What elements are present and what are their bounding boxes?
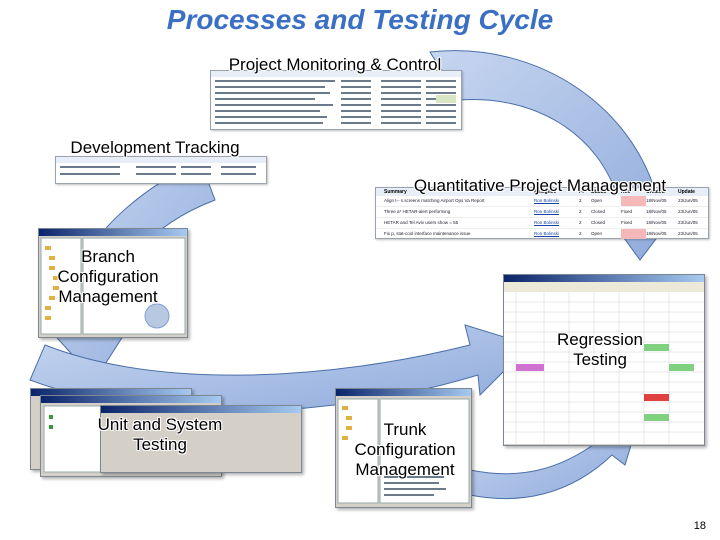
qpm-cell: 18/Nov/05 xyxy=(646,207,678,217)
page-number: 18 xyxy=(694,520,706,532)
regression-titlebar xyxy=(504,275,704,282)
qpm-cell: 18/Nov/05 xyxy=(646,196,678,206)
qpm-cell xyxy=(621,229,646,239)
qpm-cell: Fix p, stat-cool interface maintenance i… xyxy=(376,229,534,239)
tracking-list-thumbnail xyxy=(56,157,266,183)
label-trunk-line1: Trunk xyxy=(340,420,470,440)
qpm-cell: Closed xyxy=(591,207,621,217)
label-unit-line1: Unit and System xyxy=(80,415,240,435)
qpm-cell[interactable]: Ron Bolinski xyxy=(534,207,579,217)
unit-testing-titlebar-2 xyxy=(41,396,221,403)
qpm-cell[interactable]: Ron Bolinski xyxy=(534,218,579,228)
task-list-thumbnail xyxy=(211,71,461,129)
qpm-cell: 23/Jun/05 xyxy=(678,229,706,239)
qpm-rows: Align t-- s screens matching Airport Ops… xyxy=(376,196,708,239)
qpm-cell[interactable]: Ron Bolinski xyxy=(534,229,579,239)
qpm-cell: 23/Jun/05 xyxy=(678,218,706,228)
qpm-cell: Align t-- s screens matching Airport Ops… xyxy=(376,196,534,206)
label-project-monitoring: Project Monitoring & Control xyxy=(205,55,465,75)
trunk-cm-titlebar xyxy=(336,389,471,396)
project-monitoring-screenshot xyxy=(210,70,462,130)
label-quantitative-pm: Quantitative Project Management xyxy=(392,176,688,196)
qpm-cell: 23/Jun/05 xyxy=(678,207,706,217)
qpm-cell: Three a* HETAR-alert performing xyxy=(376,207,534,217)
qpm-cell: 2 xyxy=(579,207,591,217)
unit-testing-titlebar-3 xyxy=(101,406,301,413)
qpm-cell: Open xyxy=(591,196,621,206)
qpm-cell: Closed xyxy=(591,218,621,228)
development-tracking-screenshot xyxy=(55,156,267,184)
table-row[interactable]: Three a* HETAR-alert performing Ron Boli… xyxy=(376,207,708,218)
branch-cm-titlebar xyxy=(39,229,187,236)
label-regression-testing: Regression Testing xyxy=(540,330,660,370)
qpm-cell: 2 xyxy=(579,229,591,239)
qpm-cell: Fixed xyxy=(621,218,646,228)
qpm-cell[interactable]: Ron Bolinski xyxy=(534,196,579,206)
label-regression-line2: Testing xyxy=(540,350,660,370)
qpm-cell: 18/Nov/05 xyxy=(646,229,678,239)
label-trunk-line3: Management xyxy=(340,460,470,480)
qpm-cell: HETAR and Tel Aviv users show = 55 xyxy=(376,218,534,228)
qpm-cell: 2 xyxy=(579,218,591,228)
label-unit-system-testing: Unit and System Testing xyxy=(80,415,240,455)
label-trunk-line2: Configuration xyxy=(340,440,470,460)
qpm-cell xyxy=(621,196,646,206)
qpm-cell: 18/Nov/05 xyxy=(646,218,678,228)
label-unit-line2: Testing xyxy=(80,435,240,455)
label-trunk-cm: Trunk Configuration Management xyxy=(340,420,470,480)
qpm-cell: Open xyxy=(591,229,621,239)
table-row[interactable]: Align t-- s screens matching Airport Ops… xyxy=(376,196,708,207)
label-development-tracking: Development Tracking xyxy=(55,138,255,158)
qpm-cell: Fixed xyxy=(621,207,646,217)
label-branch-cm-line1: Branch xyxy=(46,247,170,267)
table-row[interactable]: HETAR and Tel Aviv users show = 55 Ron B… xyxy=(376,218,708,229)
label-regression-line1: Regression xyxy=(540,330,660,350)
label-branch-cm: Branch Configuration Management xyxy=(46,247,170,307)
table-row[interactable]: Fix p, stat-cool interface maintenance i… xyxy=(376,229,708,239)
qpm-cell: 23/Jun/05 xyxy=(678,196,706,206)
label-branch-cm-line2: Configuration xyxy=(46,267,170,287)
qpm-cell: 2 xyxy=(579,196,591,206)
label-branch-cm-line3: Management xyxy=(46,287,170,307)
